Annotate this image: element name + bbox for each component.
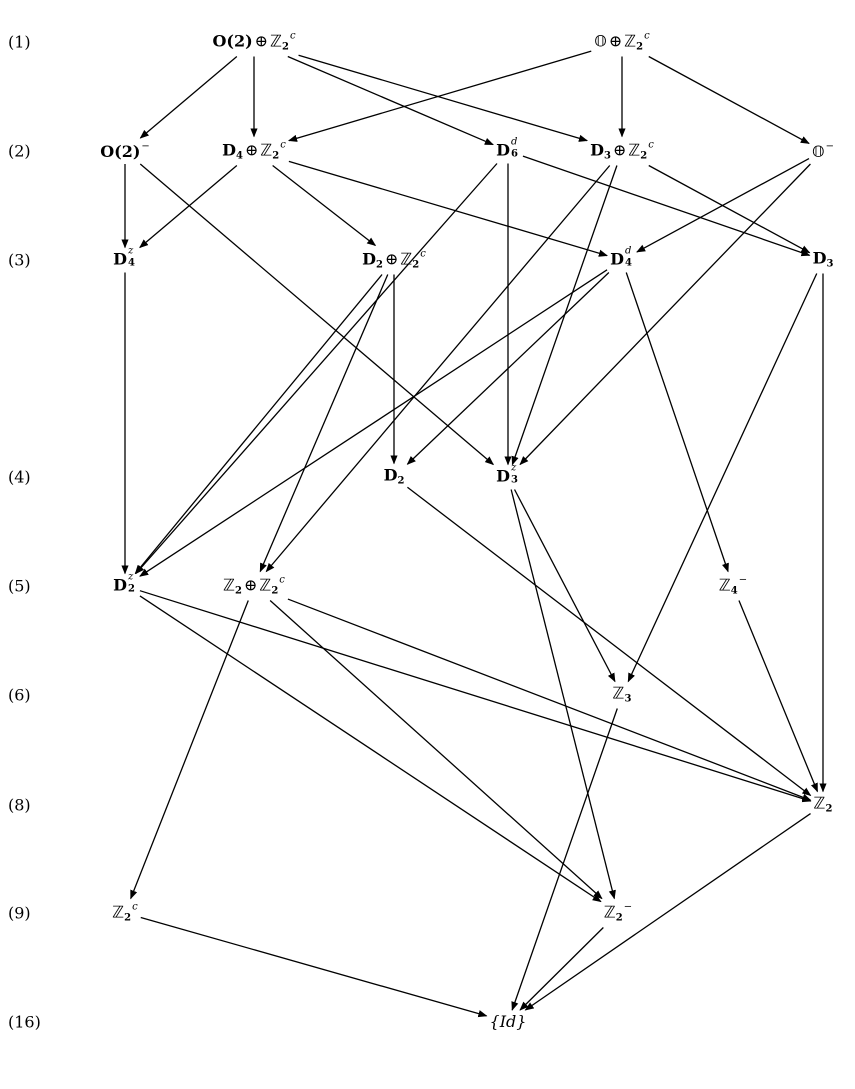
edge-z2c-to-id	[140, 916, 488, 1018]
node-z2-c: ℤ2c	[112, 901, 138, 924]
edge-d3z-to-z2_minus	[510, 489, 616, 900]
edge-z3-to-id	[511, 708, 618, 1011]
level-label: (2)	[8, 141, 31, 161]
edge-o_z2c-to-d4_z2c	[288, 50, 592, 142]
edge-z2_z2c-to-z2c	[130, 600, 249, 900]
edge-o2_z2c-to-d6d	[287, 55, 494, 146]
edge-d4d-to-d2	[406, 272, 610, 465]
edge-d2z-to-z2	[139, 590, 812, 803]
edge-o_z2c-to-o_minus	[648, 55, 810, 144]
edge-d4_z2c-to-d4z	[139, 165, 238, 249]
level-label: (6)	[8, 685, 31, 705]
edge-o2_z2c-to-o2_minus	[139, 56, 238, 139]
edge-z2_z2c-to-z2	[287, 598, 812, 801]
edge-d4d-to-d2z	[139, 269, 608, 577]
level-label: (4)	[8, 467, 31, 487]
edge-o_minus-to-d4d	[636, 158, 810, 253]
edge-d2z-to-z2_minus	[139, 595, 602, 903]
node-z3: ℤ3	[612, 683, 632, 705]
level-label: (8)	[8, 795, 31, 815]
node-z2-minus: ℤ2−	[603, 901, 633, 924]
node-o2-oplus-z2c: O(2)⊕ℤ2c	[212, 30, 296, 53]
level-label: (3)	[8, 250, 31, 270]
edge-d6d-to-d2z	[135, 163, 498, 575]
edge-z2-to-id	[524, 813, 811, 1011]
edge-d4_z2c-to-d4d	[288, 160, 608, 257]
node-z4-minus: ℤ4−	[718, 574, 748, 597]
edge-z2_z2c-to-z2_minus	[269, 600, 603, 900]
edge-d3_z2c-to-d3	[648, 164, 811, 254]
edge-d3z-to-z3	[513, 489, 616, 683]
level-label: (5)	[8, 576, 31, 596]
edge-d3-to-z3	[627, 273, 818, 683]
node-d3: D3	[812, 248, 834, 270]
node-octahedral-minus: 𝕆−	[812, 141, 834, 161]
level-label: (1)	[8, 32, 31, 52]
node-identity: {Id}	[489, 1012, 527, 1031]
edge-d2_z2c-to-d2z	[134, 274, 383, 575]
node-d2-oplus-z2c: D2⊕ℤ2c	[362, 248, 426, 271]
edge-z4_minus-to-z2	[738, 600, 819, 793]
edge-d2_z2c-to-z2_z2c	[259, 274, 389, 573]
node-d3-oplus-z2c: D3⊕ℤ2c	[590, 139, 654, 162]
edge-d4_z2c-to-d2_z2c	[272, 164, 377, 247]
edges-group	[121, 50, 827, 1018]
node-d2: D2	[383, 465, 405, 487]
node-d4-oplus-z2c: D4⊕ℤ2c	[222, 139, 286, 162]
node-z2-oplus-z2c: ℤ2⊕ℤ2c	[223, 574, 285, 597]
level-label: (9)	[8, 903, 31, 923]
level-label: (16)	[8, 1012, 41, 1032]
edge-d4d-to-z4_minus	[625, 272, 729, 573]
edge-d3_z2c-to-z2_z2c	[265, 165, 611, 573]
edge-z2_minus-to-id	[519, 927, 604, 1011]
node-o2-minus: O(2)−	[100, 141, 150, 161]
node-z2: ℤ2	[813, 793, 833, 815]
node-octahedral-oplus-z2c: 𝕆⊕ℤ2c	[594, 30, 650, 53]
edge-o2_minus-to-d3z	[139, 163, 495, 466]
edge-d2-to-z2	[407, 486, 812, 797]
edge-o2_z2c-to-d3_z2c	[298, 54, 588, 142]
edge-d6d-to-d3	[522, 155, 811, 257]
edge-o_minus-to-d3z	[519, 163, 811, 466]
